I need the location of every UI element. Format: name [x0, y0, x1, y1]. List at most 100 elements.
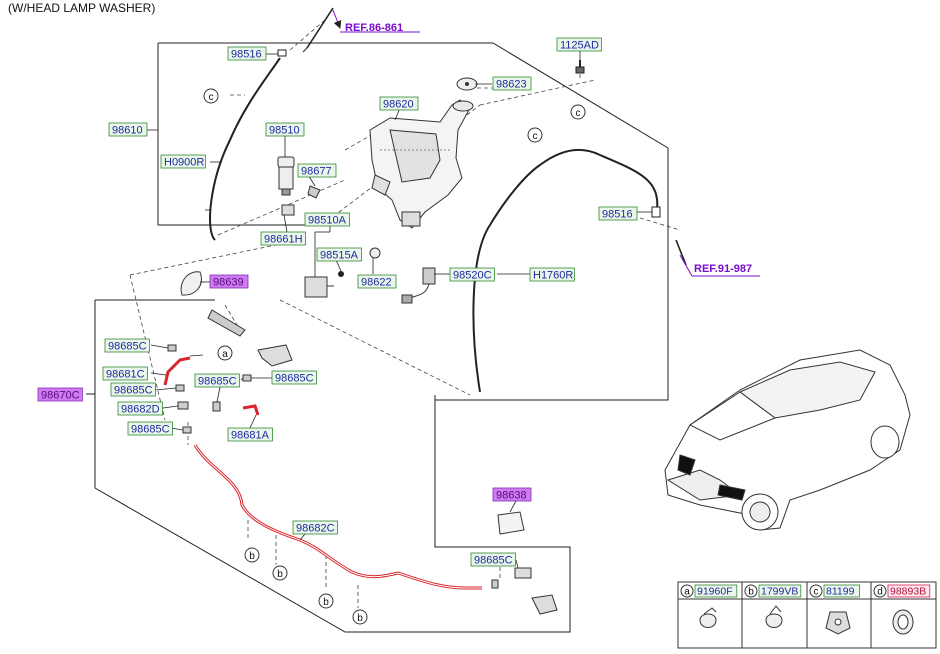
- callout-c-right: c: [570, 104, 586, 120]
- svg-text:d: d: [877, 587, 883, 598]
- ref-86-861-pointer: [302, 7, 420, 53]
- svg-text:98682C: 98682C: [296, 523, 335, 535]
- legend-cell-a[interactable]: a 91960F: [680, 584, 738, 598]
- part-label-98682d[interactable]: 98682D: [117, 401, 163, 416]
- part-label-98620[interactable]: 98620: [379, 96, 419, 111]
- svg-text:1125AD: 1125AD: [560, 40, 599, 52]
- part-label-98516[interactable]: 98516: [227, 46, 267, 61]
- part-label-98623[interactable]: 98623: [492, 76, 532, 91]
- part-label-98610[interactable]: 98610: [108, 122, 148, 137]
- nozzle-cover-98639-drawing: [180, 271, 202, 296]
- legend-cell-d[interactable]: d 98893B: [873, 584, 931, 598]
- svg-text:98515A: 98515A: [320, 250, 359, 262]
- svg-text:c: c: [533, 131, 538, 142]
- headlamp-washer-pump-drawing: [304, 276, 334, 298]
- callout-c-left: c: [203, 88, 219, 104]
- reservoir-hose-lines: [209, 57, 659, 393]
- svg-text:98622: 98622: [361, 277, 392, 289]
- callout-c-mid: c: [527, 127, 543, 143]
- reservoir-assembly-frame: [86, 42, 669, 633]
- ref-91-987-pointer: [675, 239, 760, 277]
- part-label-98681c[interactable]: 98681C: [102, 366, 148, 381]
- callout-b-1: b: [244, 547, 260, 563]
- svg-text:98510A: 98510A: [308, 215, 347, 227]
- part-label-98510a[interactable]: 98510A: [304, 212, 350, 227]
- part-label-98515a[interactable]: 98515A: [316, 247, 362, 262]
- red-hose-inner: [194, 444, 482, 589]
- callout-b-3: b: [318, 593, 334, 609]
- part-label-98670c[interactable]: 98670C: [37, 387, 83, 402]
- svg-text:98685C: 98685C: [275, 373, 314, 385]
- svg-text:c: c: [576, 108, 581, 119]
- ref-91-987-label[interactable]: REF.91-987: [694, 263, 752, 275]
- part-label-98685c[interactable]: 98685C: [194, 373, 240, 388]
- svg-text:98682D: 98682D: [121, 404, 160, 416]
- svg-text:98685C: 98685C: [131, 424, 170, 436]
- hose-clip-icon: [765, 605, 783, 628]
- part-label-98685c[interactable]: 98685C: [127, 421, 173, 436]
- washer-pump-drawing: [277, 156, 295, 216]
- part-label-98638[interactable]: 98638: [492, 487, 532, 502]
- clip-98677-drawing: [307, 185, 321, 199]
- svg-text:98610: 98610: [112, 125, 143, 137]
- callout-b-4: b: [352, 609, 368, 625]
- part-label-98622[interactable]: 98622: [357, 274, 397, 289]
- svg-text:81199: 81199: [826, 586, 855, 598]
- svg-text:b: b: [249, 551, 255, 562]
- svg-text:98638: 98638: [496, 490, 527, 502]
- svg-text:c: c: [814, 587, 819, 598]
- part-label-98520c[interactable]: 98520C: [449, 267, 495, 282]
- legend-cell-c[interactable]: c 81199: [809, 584, 860, 598]
- part-label-98681a[interactable]: 98681A: [227, 427, 273, 442]
- svg-text:98623: 98623: [496, 79, 527, 91]
- svg-text:b: b: [357, 613, 363, 624]
- part-label-98639[interactable]: 98639: [209, 274, 249, 289]
- part-label-h1760r[interactable]: H1760R: [529, 267, 575, 282]
- part-label-98516[interactable]: 98516: [598, 206, 638, 221]
- svg-text:98639: 98639: [213, 277, 244, 289]
- part-label-98685c[interactable]: 98685C: [110, 382, 156, 397]
- svg-text:98685C: 98685C: [198, 376, 237, 388]
- hose-fittings: [277, 49, 661, 218]
- part-label-98685c[interactable]: 98685C: [271, 370, 317, 385]
- svg-text:98661H: 98661H: [264, 234, 303, 246]
- hose-clamp-icon: [825, 611, 851, 635]
- svg-text:a: a: [684, 587, 690, 598]
- washer-reservoir-drawing: [369, 99, 474, 229]
- clip-legend-table: a 91960F b 1799VB c 81199 d 98893B: [677, 581, 937, 649]
- svg-text:a: a: [222, 349, 228, 360]
- hose-clips: [167, 344, 558, 615]
- svg-text:98685C: 98685C: [474, 555, 513, 567]
- svg-text:H1760R: H1760R: [533, 270, 573, 282]
- svg-text:98510: 98510: [269, 125, 300, 137]
- part-label-98661h[interactable]: 98661H: [260, 231, 306, 246]
- svg-text:98520C: 98520C: [453, 270, 492, 282]
- svg-text:c: c: [209, 92, 214, 103]
- nozzle-cap-98638-drawing: [497, 511, 525, 535]
- svg-text:98620: 98620: [383, 99, 414, 111]
- callout-b-2: b: [272, 565, 288, 581]
- part-label-98682c[interactable]: 98682C: [292, 520, 338, 535]
- grommet-icon: [892, 609, 914, 635]
- svg-text:98516: 98516: [231, 49, 262, 61]
- ref-86-861-label[interactable]: REF.86-861: [345, 22, 403, 34]
- part-label-98510[interactable]: 98510: [265, 122, 305, 137]
- svg-text:98893B: 98893B: [890, 586, 926, 598]
- svg-text:98681C: 98681C: [106, 369, 145, 381]
- bolt-1125ad-drawing: [575, 60, 585, 74]
- svg-text:1799VB: 1799VB: [761, 586, 798, 598]
- svg-text:b: b: [748, 587, 754, 598]
- svg-text:H0900R: H0900R: [164, 157, 204, 169]
- part-label-98677[interactable]: 98677: [297, 163, 337, 178]
- part-label-h0900r[interactable]: H0900R: [160, 154, 206, 169]
- part-label-98685c[interactable]: 98685C: [104, 338, 150, 353]
- svg-text:98685C: 98685C: [114, 385, 153, 397]
- part-label-1125ad[interactable]: 1125AD: [556, 37, 602, 52]
- part-label-98685c[interactable]: 98685C: [470, 552, 516, 567]
- svg-text:91960F: 91960F: [697, 586, 733, 598]
- diagram-title: (W/HEAD LAMP WASHER): [8, 1, 156, 15]
- hose-clip-icon: [699, 607, 717, 628]
- legend-cell-b[interactable]: b 1799VB: [744, 584, 802, 598]
